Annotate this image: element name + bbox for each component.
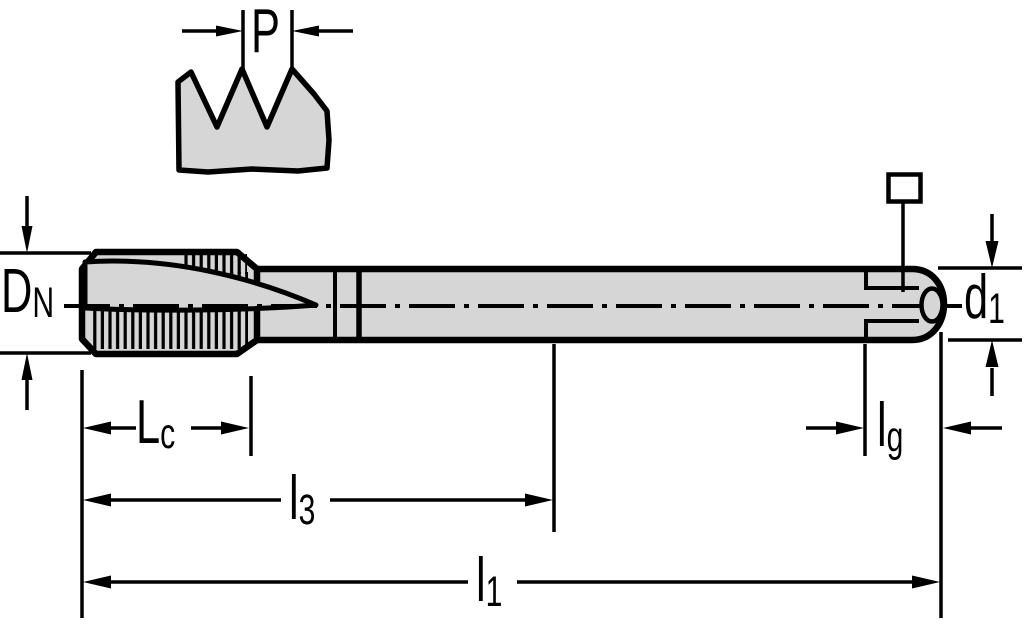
label-dn-sub: N — [32, 279, 55, 327]
label-chamfer-length: L c — [136, 392, 175, 456]
dimension-d1 — [938, 214, 1022, 396]
extension-lines — [80, 332, 943, 618]
label-square-length: l g — [877, 395, 903, 459]
label-shank-diameter: d 1 — [964, 267, 1005, 331]
label-lc-main: L — [136, 388, 161, 457]
arrowhead-up-icon — [985, 340, 999, 367]
arrowhead-down-icon — [21, 226, 33, 253]
label-overall-length: l 1 — [476, 550, 502, 614]
square-drive-flat-bottom — [864, 319, 919, 338]
dimension-l1 — [83, 575, 940, 589]
label-pitch: P — [251, 1, 280, 63]
arrowhead-left-icon — [83, 421, 111, 435]
label-nominal-diameter: D N — [1, 261, 54, 325]
square-symbol-icon — [886, 172, 923, 204]
arrowhead-left-icon — [292, 25, 319, 37]
arrowhead-right-icon — [216, 25, 243, 37]
label-l1-sub: 1 — [485, 568, 503, 616]
label-d1-sub: 1 — [988, 285, 1005, 333]
arrowhead-left-icon — [83, 493, 111, 507]
thread-profile-shape — [175, 66, 332, 175]
arrowhead-right-icon — [912, 575, 940, 589]
arrowhead-right-icon — [221, 421, 249, 435]
label-lg-sub: g — [886, 413, 904, 461]
label-l3-main: l — [289, 464, 299, 533]
label-thread-length: l 3 — [289, 468, 315, 532]
dimension-lc — [83, 421, 249, 435]
tap-body — [64, 248, 948, 358]
label-d1-main: d — [964, 263, 989, 332]
dimension-pitch — [182, 10, 353, 73]
arrowhead-right-icon — [525, 493, 553, 507]
label-l1-main: l — [476, 546, 486, 615]
arrowhead-down-icon — [985, 241, 999, 268]
label-lg-main: l — [877, 391, 887, 460]
label-l3-sub: 3 — [298, 486, 316, 534]
arrowhead-left-icon — [83, 575, 111, 589]
arrowhead-left-icon — [943, 421, 971, 435]
thread-profile-detail — [175, 66, 332, 175]
dimension-l3 — [83, 493, 553, 507]
arrowhead-up-icon — [21, 353, 33, 380]
label-dn-main: D — [1, 257, 33, 326]
arrowhead-right-icon — [836, 421, 864, 435]
label-lc-sub: c — [160, 410, 176, 458]
label-pitch-main: P — [251, 0, 280, 66]
dimension-lg — [806, 421, 1002, 435]
dimension-dn — [0, 196, 91, 410]
square-drive-end-face — [919, 286, 945, 324]
square-drive-symbol — [886, 172, 923, 292]
